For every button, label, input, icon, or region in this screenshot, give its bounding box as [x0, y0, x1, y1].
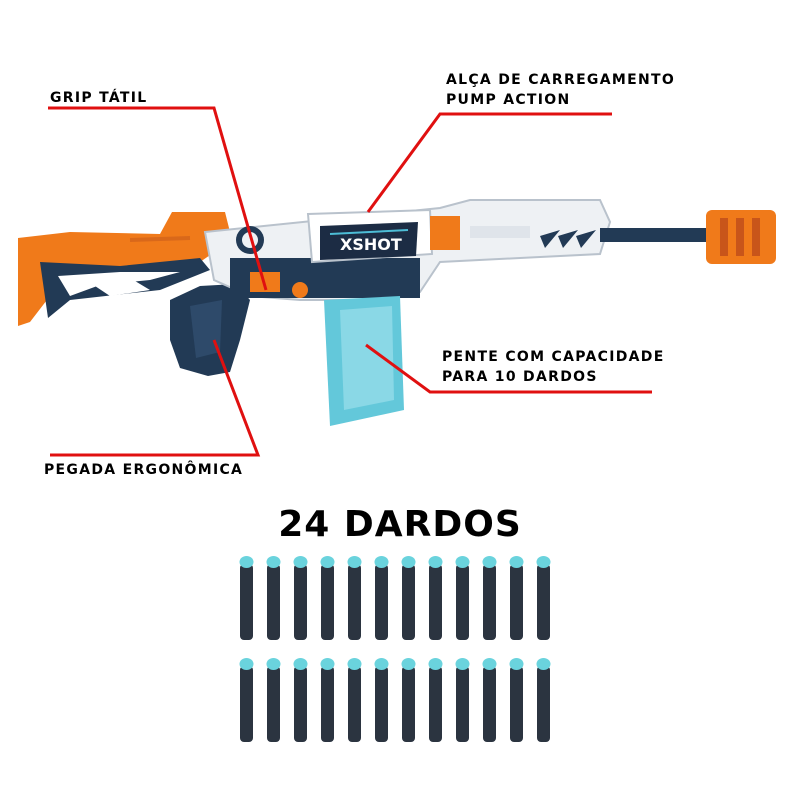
darts-grid — [239, 556, 551, 742]
dart — [401, 556, 416, 640]
dart — [536, 556, 551, 640]
dart — [239, 658, 254, 742]
dart — [401, 658, 416, 742]
dart — [509, 658, 524, 742]
magazine-callout-line — [365, 343, 652, 394]
dart — [293, 658, 308, 742]
stock — [18, 212, 232, 326]
callout-lines — [48, 106, 652, 457]
dart — [428, 658, 443, 742]
dart — [455, 658, 470, 742]
grip-callout-line — [48, 106, 268, 291]
handle-callout-line — [50, 339, 261, 457]
dart — [482, 556, 497, 640]
handle-callout-label: PEGADA ERGONÔMICA — [44, 462, 244, 478]
dart — [482, 658, 497, 742]
grip-callout-label: GRIP TÁTIL — [50, 90, 148, 106]
dart — [239, 556, 254, 640]
pump-callout-line — [366, 112, 612, 213]
dart — [266, 658, 281, 742]
brand-logo: XSHOT — [340, 235, 402, 254]
dart — [536, 658, 551, 742]
dart — [347, 658, 362, 742]
dart — [293, 556, 308, 640]
pump-callout-label-line2: PUMP ACTION — [446, 92, 571, 108]
dart — [320, 556, 335, 640]
dart — [455, 556, 470, 640]
darts-title: 24 DARDOS — [278, 504, 522, 545]
dart — [374, 556, 389, 640]
dart — [428, 556, 443, 640]
dart — [347, 556, 362, 640]
magazine — [324, 296, 404, 426]
magazine-callout-label-line2: PARA 10 DARDOS — [442, 369, 598, 385]
dart — [374, 658, 389, 742]
magazine-callout-label-line1: PENTE COM CAPACIDADE — [442, 349, 665, 365]
barrel — [600, 210, 776, 264]
dart — [320, 658, 335, 742]
pump-callout-label-line1: ALÇA DE CARREGAMENTO — [446, 72, 676, 88]
dart — [509, 556, 524, 640]
dart — [266, 556, 281, 640]
